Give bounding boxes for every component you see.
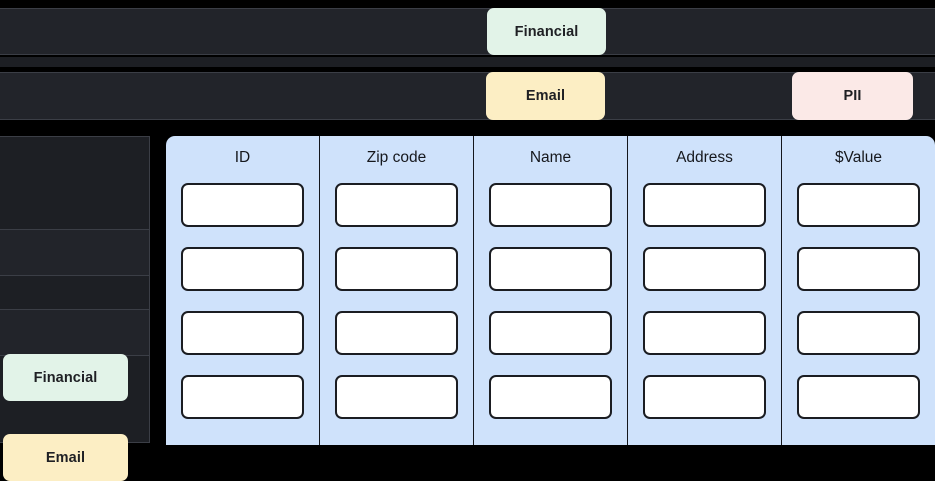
table-cell[interactable] (181, 247, 304, 291)
table-cell[interactable] (489, 375, 612, 419)
table-cell[interactable] (181, 375, 304, 419)
column-header-value: $Value (834, 149, 883, 166)
table-cell[interactable] (489, 247, 612, 291)
table-cell[interactable] (489, 183, 612, 227)
tag-row-1 (0, 8, 935, 55)
table-column-value: $Value (781, 136, 935, 445)
table-cell[interactable] (643, 247, 766, 291)
tag-rows-region: Financial Email PII (0, 0, 935, 130)
table-cell[interactable] (797, 183, 920, 227)
column-cells-name (474, 180, 627, 445)
column-cells-address (628, 180, 781, 445)
tag-financial-row1[interactable]: Financial (487, 8, 606, 55)
table-cell[interactable] (335, 183, 458, 227)
table-cell[interactable] (335, 375, 458, 419)
sidebar-item-email[interactable]: Email (3, 434, 128, 481)
column-cells-id (166, 180, 319, 445)
sidebar-item-financial[interactable]: Financial (3, 354, 128, 401)
column-header-name: Name (529, 149, 572, 166)
sidebar-cell-financial (0, 229, 149, 276)
table-cell[interactable] (643, 375, 766, 419)
table-column-zip-code: Zip code (319, 136, 473, 445)
table-cell[interactable] (335, 247, 458, 291)
column-cells-value (782, 180, 935, 445)
tag-email-row2[interactable]: Email (486, 72, 605, 120)
column-header-id: ID (234, 149, 251, 166)
lower-region: Financial Email ID Zip code Name (0, 130, 935, 481)
table-cell[interactable] (643, 183, 766, 227)
table-cell[interactable] (181, 311, 304, 355)
column-header-zip-code: Zip code (366, 149, 427, 166)
tag-row-divider (0, 57, 935, 67)
table-cell[interactable] (489, 311, 612, 355)
tag-row-2 (0, 72, 935, 120)
table-cell[interactable] (643, 311, 766, 355)
table-cell[interactable] (797, 311, 920, 355)
table-cell[interactable] (335, 311, 458, 355)
sidebar-cell-email (0, 309, 149, 356)
column-cells-zip-code (320, 180, 473, 445)
table-cell[interactable] (181, 183, 304, 227)
table-column-id: ID (166, 136, 319, 445)
column-header-address: Address (676, 149, 733, 166)
data-table: ID Zip code Name (166, 136, 935, 445)
table-column-name: Name (473, 136, 627, 445)
table-cell[interactable] (797, 247, 920, 291)
table-cell[interactable] (797, 375, 920, 419)
tag-pii-row2[interactable]: PII (792, 72, 913, 120)
table-column-address: Address (627, 136, 781, 445)
